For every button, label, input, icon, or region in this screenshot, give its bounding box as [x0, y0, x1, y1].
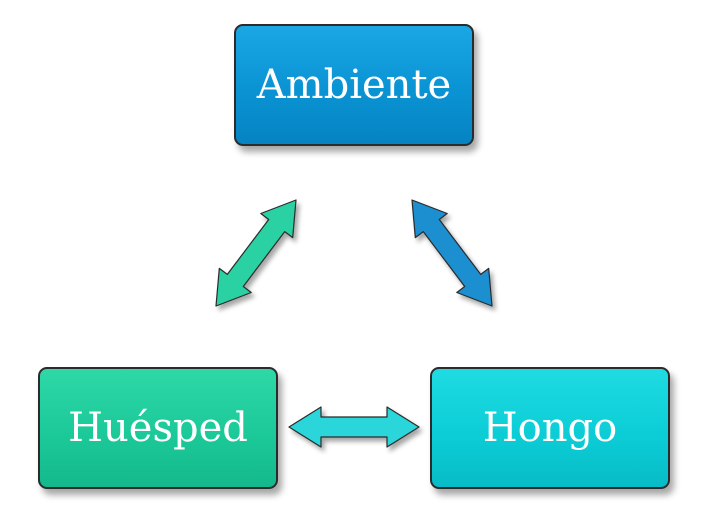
node-hongo-label: Hongo	[482, 405, 618, 451]
arrow-huesped-ambiente	[215, 199, 297, 307]
node-ambiente-label: Ambiente	[256, 62, 452, 108]
node-huesped: Huésped	[38, 367, 278, 489]
node-huesped-label: Huésped	[68, 405, 248, 451]
arrow-ambiente-hongo	[411, 199, 493, 307]
arrow-huesped-hongo	[288, 406, 420, 448]
node-hongo: Hongo	[430, 367, 670, 489]
node-ambiente: Ambiente	[234, 24, 474, 146]
